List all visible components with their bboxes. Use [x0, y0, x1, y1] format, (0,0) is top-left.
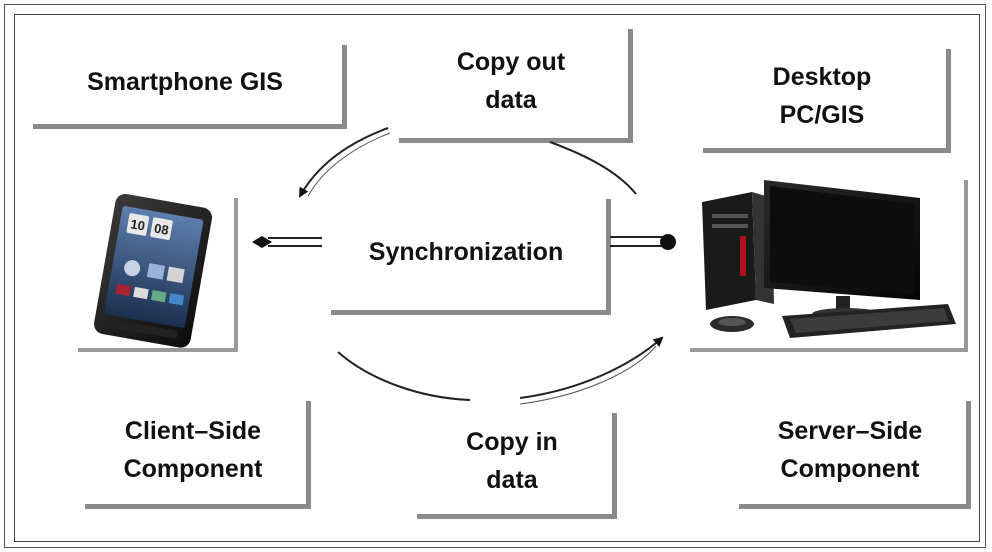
server-line2: Component: [780, 455, 920, 483]
desktop-pc-gis-box: Desktop PC/GIS: [698, 44, 946, 148]
copy-out-line2: data: [485, 86, 537, 114]
copy-out-line1: Copy out: [456, 48, 566, 76]
desktop-line2: PC/GIS: [779, 101, 865, 129]
client-line1: Client–Side: [124, 417, 262, 445]
server-line1: Server–Side: [777, 417, 923, 445]
copy-in-line1: Copy in: [466, 428, 558, 456]
smartphone-gis-box: Smartphone GIS: [28, 40, 342, 124]
svg-text:10: 10: [129, 216, 146, 233]
copy-in-data-box: Copy in data: [412, 408, 612, 514]
desktop-line1: Desktop: [772, 63, 872, 91]
synchronization-label: Synchronization: [368, 238, 564, 266]
inner-frame: [14, 14, 980, 542]
smartphone-image: 10 08: [74, 193, 234, 348]
smartphone-gis-label: Smartphone GIS: [87, 68, 283, 96]
client-line2: Component: [123, 455, 263, 483]
client-side-component-box: Client–Side Component: [80, 396, 306, 504]
desktop-computer-icon: [702, 180, 956, 338]
copy-in-line2: data: [486, 466, 538, 494]
copy-out-data-box: Copy out data: [394, 24, 628, 138]
synchronization-box: Synchronization: [326, 194, 606, 310]
desktop-computer-image: [686, 176, 964, 348]
smartphone-icon: 10 08: [94, 193, 213, 348]
server-side-component-box: Server–Side Component: [734, 396, 966, 504]
svg-text:08: 08: [153, 221, 170, 238]
